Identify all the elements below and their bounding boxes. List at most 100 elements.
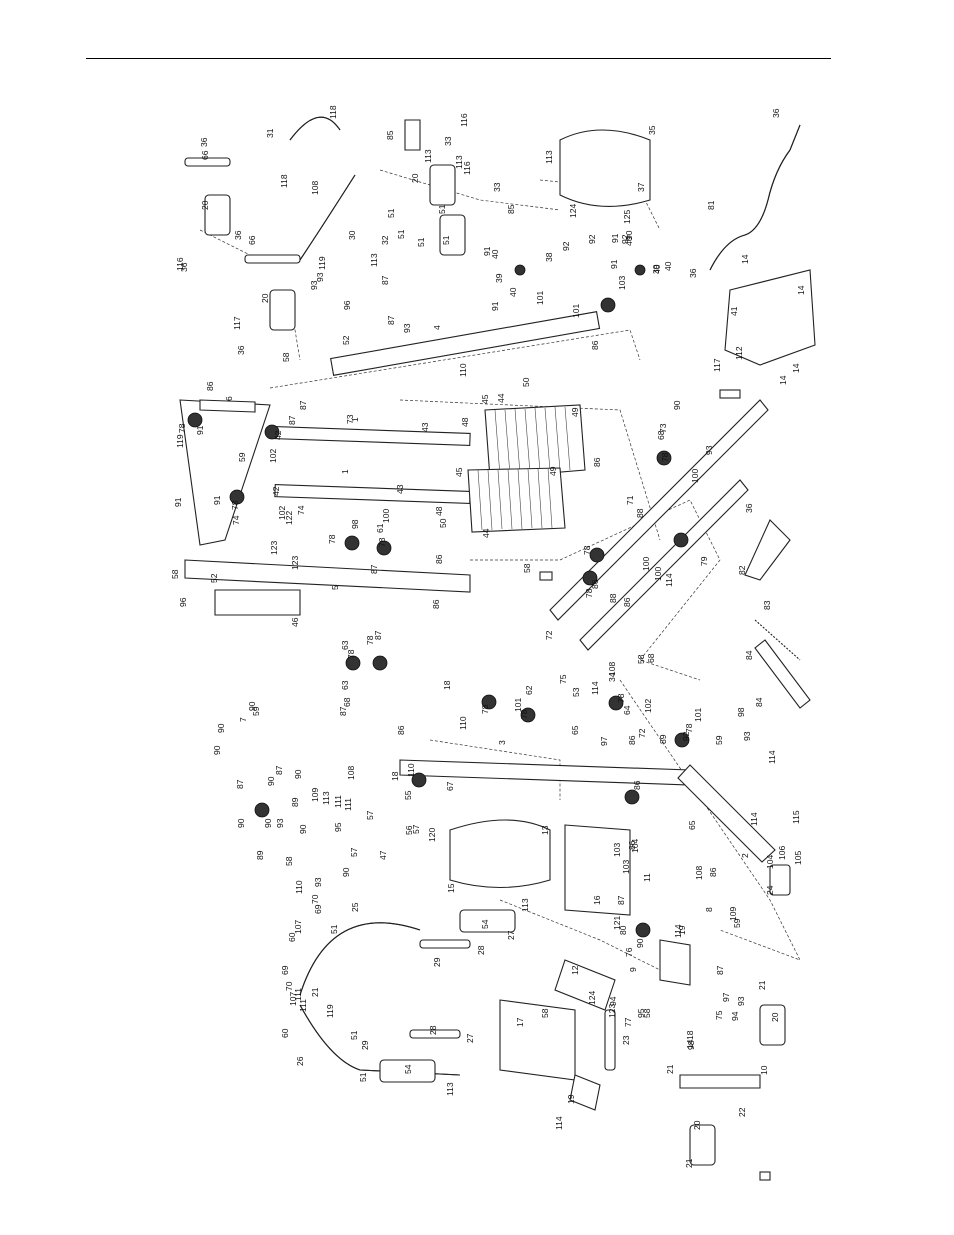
part-callout: 95	[636, 1008, 646, 1018]
part-callout: 21	[757, 980, 767, 990]
part-callout: 87	[287, 415, 297, 425]
part-callout: 78	[377, 537, 387, 547]
part-callout: 116	[175, 257, 185, 271]
part-callout: 20	[200, 200, 210, 210]
part-callout: 100	[381, 509, 391, 523]
part-callout: 90	[624, 230, 634, 240]
part-callout: 68	[342, 697, 352, 707]
part-callout: 93	[742, 731, 752, 741]
part-callout: 25	[350, 902, 360, 912]
part-callout: 80	[618, 925, 628, 935]
part-callout: 37	[636, 182, 646, 192]
part-callout: 71	[625, 495, 635, 505]
part-callout: 119	[325, 1004, 335, 1018]
part-callout: 19	[677, 925, 687, 935]
part-callout: 42	[273, 430, 283, 440]
part-callout: 82	[737, 565, 747, 575]
part-callout: 89	[290, 797, 300, 807]
part-callout: 72	[637, 728, 647, 738]
part-callout: 90	[216, 723, 226, 733]
part-callout: 108	[310, 181, 320, 195]
part-callout: 51	[396, 229, 406, 239]
part-callout: 125	[622, 210, 632, 224]
part-callout: 87	[338, 706, 348, 716]
part-callout: 18	[442, 680, 452, 690]
part-callout: 51	[358, 1072, 368, 1082]
part-callout: 90	[341, 867, 351, 877]
part-callout: 92	[620, 234, 630, 244]
part-callout: 122	[284, 511, 294, 525]
part-callout: 75	[558, 674, 568, 684]
pulleys	[187, 264, 690, 938]
part-callout: 18	[390, 771, 400, 781]
part-callout: 116	[459, 113, 469, 127]
part-callout: 101	[535, 291, 545, 305]
part-callout: 43	[395, 484, 405, 494]
part-callout: 90	[635, 938, 645, 948]
part-callout: 69	[313, 904, 323, 914]
part-callout: 103	[612, 843, 622, 857]
part-callout: 58	[540, 1008, 550, 1018]
part-callout: 114	[673, 924, 683, 938]
header-rule	[86, 58, 831, 59]
part-callout: 36	[744, 503, 754, 513]
part-callout: 52	[209, 573, 219, 583]
part-callout: 88	[608, 593, 618, 603]
part-callout: 12	[570, 965, 580, 975]
part-callout: 90	[247, 701, 257, 711]
part-callout: 93	[704, 445, 714, 455]
part-callout: 20	[260, 293, 270, 303]
part-callout: 70	[284, 981, 294, 991]
part-callout: 87	[373, 630, 383, 640]
part-callout: 94	[608, 996, 618, 1006]
part-callout: 113	[423, 149, 433, 163]
part-callout: 120	[427, 828, 437, 842]
part-callout: 51	[441, 235, 451, 245]
part-callout: 105	[793, 851, 803, 865]
part-callout: 110	[294, 880, 304, 894]
part-callout: 86	[708, 867, 718, 877]
part-callout: 75	[714, 1010, 724, 1020]
part-callout: 58	[636, 654, 646, 664]
part-callout: 114	[767, 750, 777, 764]
part-callout: 93	[402, 323, 412, 333]
part-callout: 32	[380, 235, 390, 245]
part-callout: 2	[740, 853, 750, 858]
part-callout: 49	[548, 466, 558, 476]
part-callout: 88	[635, 508, 645, 518]
part-callout: 112	[734, 346, 744, 360]
weight-stack-upper	[484, 404, 586, 479]
part-callout: 3	[497, 740, 507, 745]
part-callout: 87	[274, 765, 284, 775]
part-callout: 30	[347, 230, 357, 240]
part-callout: 53	[571, 687, 581, 697]
part-callout: 86	[622, 597, 632, 607]
part-callout: 21	[665, 1064, 675, 1074]
part-callout: 100	[653, 567, 663, 581]
part-callout: 96	[178, 597, 188, 607]
part-callout: 91	[173, 497, 183, 507]
part-callout: 116	[462, 161, 472, 175]
part-callout: 18	[685, 1030, 695, 1040]
part-callout: 36	[236, 345, 246, 355]
part-callout: 20	[770, 1012, 780, 1022]
part-callout: 44	[481, 528, 491, 538]
part-callout: 108	[694, 866, 704, 880]
part-callout: 15	[446, 883, 456, 893]
part-callout: 13	[540, 825, 550, 835]
part-callout: 62	[524, 685, 534, 695]
part-callout: 98	[736, 707, 746, 717]
part-callout: 42	[271, 486, 281, 496]
part-callout: 93	[275, 818, 285, 828]
part-callout: 34	[607, 672, 617, 682]
part-callout: 69	[280, 965, 290, 975]
part-callout: 67	[445, 781, 455, 791]
part-callout: 95	[333, 822, 343, 832]
part-callout: 93	[313, 877, 323, 887]
part-callout: 22	[737, 1107, 747, 1117]
part-callout: 51	[437, 204, 447, 214]
part-callout: 59	[251, 706, 261, 716]
part-callout: 91	[195, 425, 205, 435]
part-callout: 14	[796, 285, 806, 295]
part-callout: 111	[298, 999, 308, 1012]
